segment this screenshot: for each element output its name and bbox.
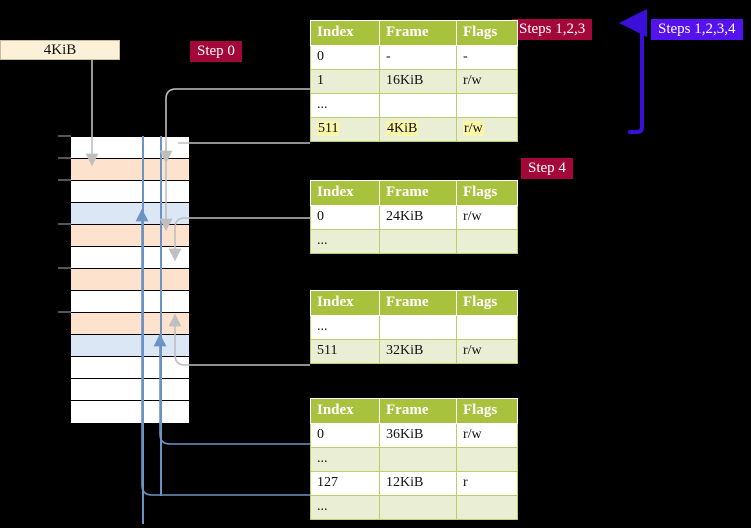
- table-cell: 32KiB: [379, 339, 457, 364]
- memory-tick: [58, 311, 71, 313]
- memory-row: [71, 159, 189, 181]
- table-cell: r/w: [456, 423, 518, 448]
- table-cell: [379, 447, 457, 472]
- frame-size-box: 4KiB: [0, 40, 120, 60]
- table-cell: [456, 447, 518, 472]
- table-cell: 1: [310, 69, 380, 94]
- highlighted-value: 511: [317, 121, 340, 136]
- memory-tick: [58, 157, 71, 159]
- table-cell: [456, 315, 518, 340]
- column-header-frame: Frame: [379, 20, 457, 46]
- table-cell: r/w: [456, 205, 518, 230]
- table-cell: ...: [310, 447, 380, 472]
- column-header-index: Index: [310, 180, 380, 206]
- column-header-frame: Frame: [379, 180, 457, 206]
- table-cell: [456, 229, 518, 254]
- table-cell: [379, 495, 457, 520]
- table-cell: ...: [310, 93, 380, 118]
- memory-column: [70, 136, 190, 423]
- table-cell: -: [456, 45, 518, 70]
- memory-row: [71, 335, 189, 357]
- badge-step-0: Step 0: [190, 41, 242, 62]
- table-row: ...: [310, 315, 518, 340]
- table-cell: ...: [310, 495, 380, 520]
- memory-tick: [58, 179, 71, 181]
- table-row: 0--: [310, 45, 518, 70]
- badge-steps-1-2-3: Steps 1,2,3: [512, 19, 593, 40]
- table-cell: ...: [310, 229, 380, 254]
- memory-row: [71, 225, 189, 247]
- column-header-index: Index: [310, 20, 380, 46]
- memory-row: [71, 357, 189, 379]
- table-cell: 0: [310, 205, 380, 230]
- table-cell: 24KiB: [379, 205, 457, 230]
- memory-divider-right: [160, 136, 162, 496]
- column-header-flags: Flags: [456, 290, 518, 316]
- table-cell: [379, 229, 457, 254]
- memory-row: [71, 247, 189, 269]
- table-row: ...: [310, 93, 518, 118]
- column-header-flags: Flags: [456, 398, 518, 424]
- table-cell: -: [379, 45, 457, 70]
- memory-row: [71, 137, 189, 159]
- table-row: 511 4KiB r/w: [310, 117, 518, 142]
- badge-step-4: Step 4: [521, 158, 573, 179]
- badge-steps-1-2-3-4: Steps 1,2,3,4: [651, 19, 743, 40]
- table-row: ...: [310, 495, 518, 520]
- table-cell: 4KiB: [379, 117, 457, 142]
- memory-row: [71, 269, 189, 291]
- column-header-flags: Flags: [456, 180, 518, 206]
- table-cell: [379, 93, 457, 118]
- table-cell: r: [456, 471, 518, 496]
- table-cell: 127: [310, 471, 380, 496]
- table-cell: r/w: [456, 117, 518, 142]
- memory-divider-left: [142, 136, 144, 524]
- table-row: ...: [310, 447, 518, 472]
- table-cell: 0: [310, 423, 380, 448]
- column-header-index: Index: [310, 398, 380, 424]
- table-row: ...: [310, 229, 518, 254]
- table-cell: 511: [310, 339, 380, 364]
- memory-tick: [58, 267, 71, 269]
- memory-row: [71, 313, 189, 335]
- memory-row: [71, 203, 189, 225]
- table-cell: 12KiB: [379, 471, 457, 496]
- memory-tick: [58, 223, 71, 225]
- memory-tick: [58, 135, 71, 137]
- table-cell: ...: [310, 315, 380, 340]
- table-cell: 0: [310, 45, 380, 70]
- table-cell: r/w: [456, 69, 518, 94]
- column-header-flags: Flags: [456, 20, 518, 46]
- column-header-index: Index: [310, 290, 380, 316]
- frame-size-label: 4KiB: [43, 41, 77, 58]
- table-cell: [456, 495, 518, 520]
- memory-row: [71, 291, 189, 313]
- memory-row: [71, 181, 189, 203]
- highlighted-value: r/w: [463, 121, 484, 136]
- table-cell: 511: [310, 117, 380, 142]
- table-cell: r/w: [456, 339, 518, 364]
- table-cell: [379, 315, 457, 340]
- highlighted-value: 4KiB: [386, 121, 419, 136]
- memory-row: [71, 401, 189, 423]
- memory-row: [71, 379, 189, 401]
- column-header-frame: Frame: [379, 398, 457, 424]
- table-cell: 16KiB: [379, 69, 457, 94]
- table-cell: 36KiB: [379, 423, 457, 448]
- column-header-frame: Frame: [379, 290, 457, 316]
- table-cell: [456, 93, 518, 118]
